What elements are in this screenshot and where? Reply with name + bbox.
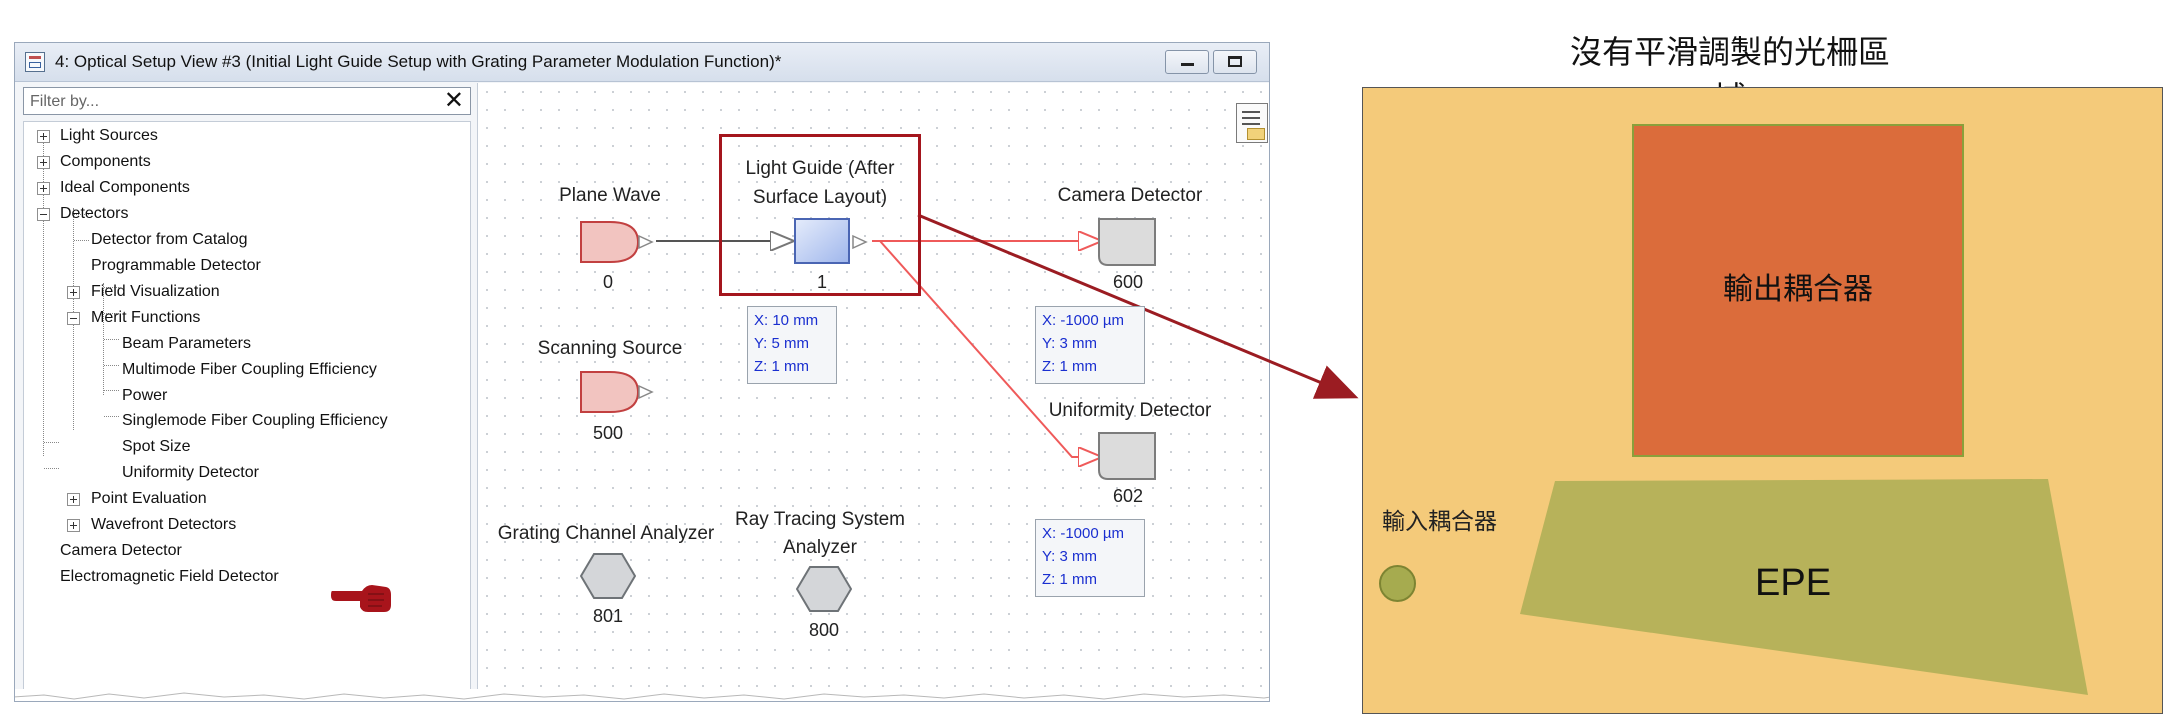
tree-item-detectors[interactable]: Detectors (60, 205, 129, 222)
tree-item-multimode-fiber-coupling[interactable]: Multimode Fiber Coupling Efficiency (122, 361, 377, 378)
tree-item-uniformity-detector[interactable]: Uniformity Detector (122, 464, 259, 481)
uniformity-detector-x: X: -1000 µm (1042, 525, 1125, 542)
plane-wave-node[interactable] (580, 221, 642, 263)
uniformity-detector-position-box: X: -1000 µm Y: 3 mm Z: 1 mm (1035, 519, 1145, 597)
filter-input[interactable] (28, 90, 432, 114)
light-guide-position-box: X: 10 mm Y: 5 mm Z: 1 mm (747, 306, 837, 384)
tree-item-components[interactable]: Components (60, 153, 151, 170)
camera-detector-z: Z: 1 mm (1042, 358, 1097, 375)
scanning-source-label: Scanning Source (537, 338, 683, 359)
light-guide-z: Z: 1 mm (754, 358, 809, 375)
tree-item-light-sources[interactable]: Light Sources (60, 127, 158, 144)
tree-item-em-field-detector[interactable]: Electromagnetic Field Detector (60, 568, 279, 585)
plane-wave-label: Plane Wave (559, 185, 661, 206)
scanning-source-output-port[interactable] (638, 384, 654, 400)
maximize-button[interactable] (1213, 50, 1257, 74)
output-coupler-label: 輸出耦合器 (1723, 272, 1873, 307)
light-guide-label-line1: Light Guide (After (745, 158, 895, 179)
camera-detector-y: Y: 3 mm (1042, 335, 1098, 352)
expand-light-sources-icon[interactable] (37, 130, 50, 143)
filter-box: ✕ (23, 87, 471, 115)
expand-components-icon[interactable] (37, 156, 50, 169)
input-coupler-region (1379, 565, 1416, 602)
window-title: 4: Optical Setup View #3 (Initial Light … (55, 52, 782, 71)
scanning-source-id: 500 (592, 423, 624, 443)
tree-item-power[interactable]: Power (122, 387, 168, 404)
camera-detector-x: X: -1000 µm (1042, 312, 1125, 329)
minimize-button[interactable] (1165, 50, 1209, 74)
expand-wavefront-detectors-icon[interactable] (67, 519, 80, 532)
tree-item-camera-detector[interactable]: Camera Detector (60, 542, 182, 559)
uniformity-detector-z: Z: 1 mm (1042, 571, 1097, 588)
light-guide-id: 1 (816, 272, 827, 292)
ray-tracing-analyzer-id: 800 (808, 620, 840, 640)
tree-item-detector-from-catalog[interactable]: Detector from Catalog (91, 231, 248, 248)
camera-detector-position-box: X: -1000 µm Y: 3 mm Z: 1 mm (1035, 306, 1145, 384)
plane-wave-output-port[interactable] (638, 234, 654, 250)
tree-item-singlemode-fiber-coupling[interactable]: Singlemode Fiber Coupling Efficiency (122, 412, 388, 429)
expand-point-evaluation-icon[interactable] (67, 493, 80, 506)
ray-tracing-analyzer-node[interactable] (796, 566, 852, 612)
uniformity-detector-node[interactable] (1098, 432, 1158, 480)
tree-item-wavefront-detectors[interactable]: Wavefront Detectors (91, 516, 237, 533)
light-guide-y: Y: 5 mm (754, 335, 810, 352)
grating-analyzer-id: 801 (592, 606, 624, 626)
input-coupler-label: 輸入耦合器 (1382, 509, 1497, 535)
camera-detector-node[interactable] (1098, 218, 1158, 266)
epe-label: EPE (1755, 562, 1832, 604)
tree-item-field-visualization[interactable]: Field Visualization (91, 283, 220, 300)
torn-edge (15, 689, 1269, 701)
collapse-merit-functions-icon[interactable] (67, 312, 80, 325)
light-guide-highlight (719, 134, 921, 296)
grating-analyzer-node[interactable] (580, 553, 636, 599)
tree-item-programmable-detector[interactable]: Programmable Detector (91, 257, 261, 274)
epe-region (1520, 479, 2088, 695)
uniformity-detector-y: Y: 3 mm (1042, 548, 1098, 565)
ray-tracing-analyzer-label-line1: Ray Tracing System (735, 509, 905, 530)
light-guide-node[interactable] (794, 218, 850, 264)
catalog-tree: Light Sources Components Ideal Component… (23, 121, 471, 697)
clear-filter-icon[interactable]: ✕ (443, 86, 464, 114)
light-guide-label-line2: Surface Layout) (752, 187, 888, 208)
tree-item-merit-functions[interactable]: Merit Functions (91, 309, 201, 326)
pointing-hand-icon (331, 585, 391, 612)
uniformity-detector-id: 602 (1112, 486, 1144, 506)
grating-analyzer-label: Grating Channel Analyzer (497, 523, 715, 544)
camera-detector-label: Camera Detector (1057, 185, 1203, 206)
tree-item-point-evaluation[interactable]: Point Evaluation (91, 490, 207, 507)
plane-wave-id: 0 (602, 272, 613, 292)
light-guide-output-port[interactable] (852, 234, 868, 250)
light-guide-x: X: 10 mm (754, 312, 819, 329)
tree-item-beam-parameters[interactable]: Beam Parameters (122, 335, 251, 352)
expand-field-visualization-icon[interactable] (67, 286, 80, 299)
uniformity-detector-label: Uniformity Detector (1048, 400, 1212, 421)
expand-ideal-components-icon[interactable] (37, 182, 50, 195)
tree-item-spot-size[interactable]: Spot Size (122, 438, 191, 455)
optical-setup-icon (25, 52, 45, 72)
scanning-source-node[interactable] (580, 371, 642, 413)
output-coupler-region (1632, 124, 1964, 457)
camera-detector-id: 600 (1112, 272, 1144, 292)
tree-item-ideal-components[interactable]: Ideal Components (60, 179, 190, 196)
canvas-properties-icon[interactable] (1236, 103, 1268, 143)
ray-tracing-analyzer-label-line2: Analyzer (783, 537, 857, 558)
window-titlebar[interactable]: 4: Optical Setup View #3 (Initial Light … (15, 43, 1269, 82)
collapse-detectors-icon[interactable] (37, 208, 50, 221)
